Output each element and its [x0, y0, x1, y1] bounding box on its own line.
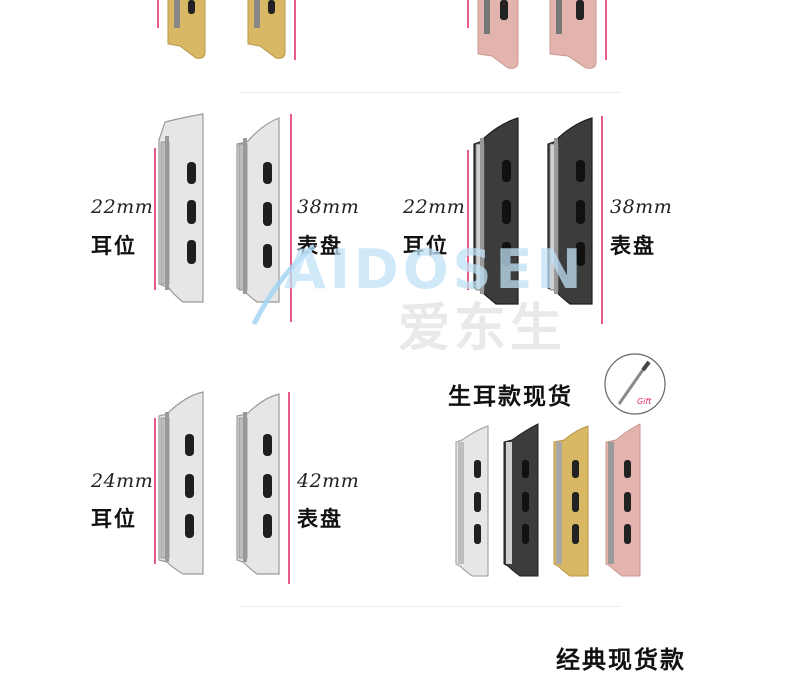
separator [240, 606, 620, 607]
classic-stock-heading: 经典现货款 [556, 646, 686, 674]
gift-tool-badge: Gift [604, 353, 666, 415]
ear-width-label: 22mm [91, 196, 154, 218]
rose-adapter-pair [467, 0, 607, 69]
silver-adapter-pair [154, 113, 292, 322]
case-size-label: 38mm [610, 196, 673, 218]
ear-width-label: 22mm [403, 196, 466, 218]
black-adapter-pair [467, 116, 603, 324]
rose-gold-adapter [605, 423, 641, 577]
case-label: 表盘 [297, 507, 343, 531]
black-adapter [503, 423, 539, 577]
silver-adapter-pair-large [154, 391, 290, 584]
ear-position-label: 耳位 [91, 234, 137, 258]
case-size-label: 38mm [297, 196, 360, 218]
case-label: 表盘 [610, 234, 656, 258]
separator [240, 92, 620, 93]
silver-adapter [455, 425, 489, 577]
gold-adapter-pair [157, 0, 296, 60]
gold-adapter [553, 425, 589, 577]
spring-bar-tool-icon [617, 363, 649, 405]
ear-position-label: 耳位 [403, 234, 449, 258]
case-size-label: 42mm [297, 470, 360, 492]
ear-position-label: 耳位 [91, 507, 137, 531]
color-adapter-lineup [455, 423, 641, 577]
gift-label: Gift [637, 397, 652, 406]
case-label: 表盘 [297, 234, 343, 258]
in-stock-heading: 生耳款现货 [448, 384, 573, 410]
ear-width-label: 24mm [91, 470, 154, 492]
